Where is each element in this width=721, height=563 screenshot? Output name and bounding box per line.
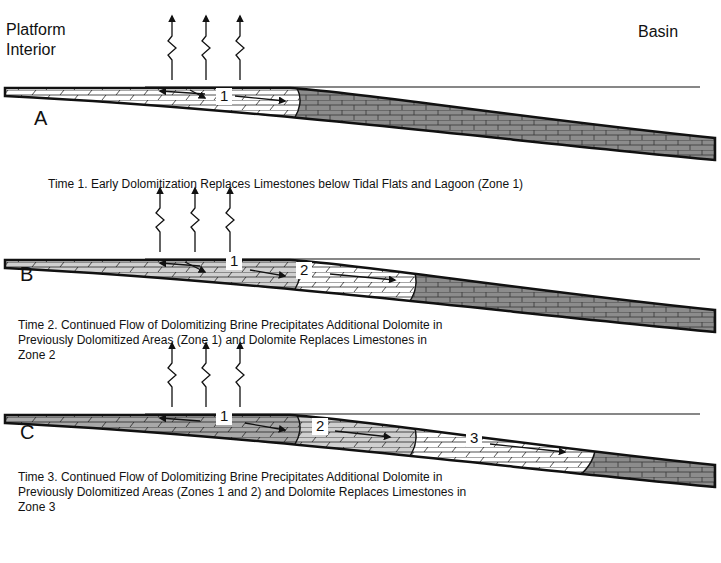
panel-a	[0, 16, 715, 160]
zone-number: 1	[226, 253, 242, 270]
panel-letter: A	[34, 106, 47, 131]
panel-caption: Time 2. Continued Flow of Dolomitizing B…	[18, 318, 448, 363]
zone-number: 1	[216, 88, 232, 105]
panel-letter: B	[20, 262, 33, 287]
zone-number: 3	[466, 430, 482, 447]
panel-b	[0, 188, 715, 332]
panel-caption: Time 1. Early Dolomitization Replaces Li…	[48, 177, 668, 192]
panel-caption: Time 3. Continued Flow of Dolomitizing B…	[18, 470, 478, 515]
zone-number: 2	[312, 418, 328, 435]
panel-c	[0, 343, 715, 487]
region-label: Platform Interior	[6, 20, 96, 60]
zone-number: 1	[216, 408, 232, 425]
region-label: Basin	[638, 22, 678, 42]
panel-letter: C	[20, 420, 34, 445]
zone-number: 2	[296, 262, 312, 279]
